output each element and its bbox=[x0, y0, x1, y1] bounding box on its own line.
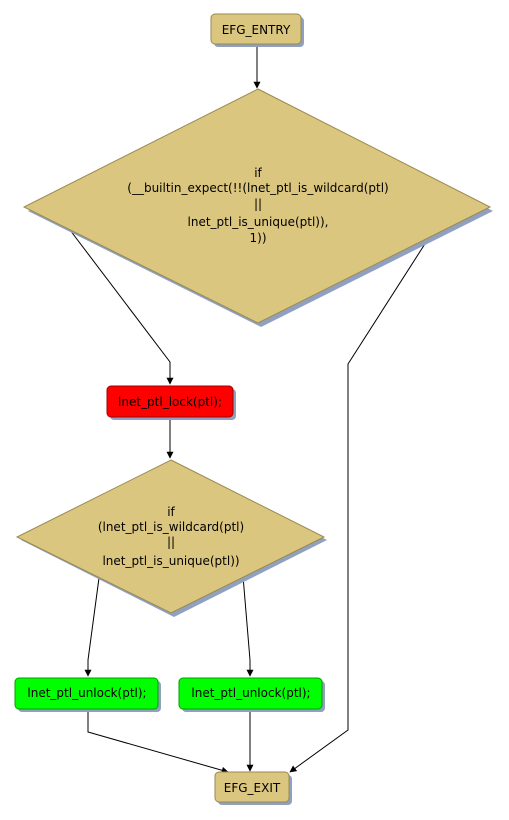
decision-1-line-5: 1)) bbox=[250, 231, 267, 245]
decision-1-line-3: || bbox=[254, 197, 262, 211]
edge-cond2-unlock-right bbox=[242, 575, 254, 677]
unlock-left-node: lnet_ptl_unlock(ptl); bbox=[14, 677, 161, 712]
entry-label: EFG_ENTRY bbox=[222, 23, 291, 37]
lock-label: lnet_ptl_lock(ptl); bbox=[118, 395, 222, 409]
exit-label: EFG_EXIT bbox=[224, 781, 281, 795]
decision-1-line-1: if bbox=[254, 166, 262, 180]
unlock-right-node: lnet_ptl_unlock(ptl); bbox=[178, 677, 325, 712]
decision-2-line-4: lnet_ptl_is_unique(ptl)) bbox=[102, 554, 239, 568]
unlock-right-label: lnet_ptl_unlock(ptl); bbox=[191, 686, 310, 700]
decision-2-line-1: if bbox=[167, 505, 175, 519]
edge-cond1-exit bbox=[289, 235, 431, 773]
exit-node: EFG_EXIT bbox=[214, 771, 292, 805]
lock-node: lnet_ptl_lock(ptl); bbox=[106, 385, 236, 420]
edge-cond1-lock bbox=[69, 229, 174, 385]
edges bbox=[69, 46, 431, 774]
decision-1-line-4: lnet_ptl_is_unique(ptl)), bbox=[188, 215, 329, 229]
decision-1: if (__builtin_expect(!!(lnet_ptl_is_wild… bbox=[22, 88, 493, 327]
edge-unlock-left-exit bbox=[87, 708, 229, 774]
unlock-left-label: lnet_ptl_unlock(ptl); bbox=[27, 686, 146, 700]
decision-2: if (lnet_ptl_is_wildcard(ptl) || lnet_pt… bbox=[15, 459, 327, 617]
decision-2-line-2: (lnet_ptl_is_wildcard(ptl) bbox=[98, 520, 244, 534]
decision-1-line-2: (__builtin_expect(!!(lnet_ptl_is_wildcar… bbox=[127, 181, 388, 195]
edge-cond2-unlock-left bbox=[84, 577, 100, 677]
entry-node: EFG_ENTRY bbox=[210, 13, 304, 47]
decision-2-line-3: || bbox=[167, 535, 175, 549]
